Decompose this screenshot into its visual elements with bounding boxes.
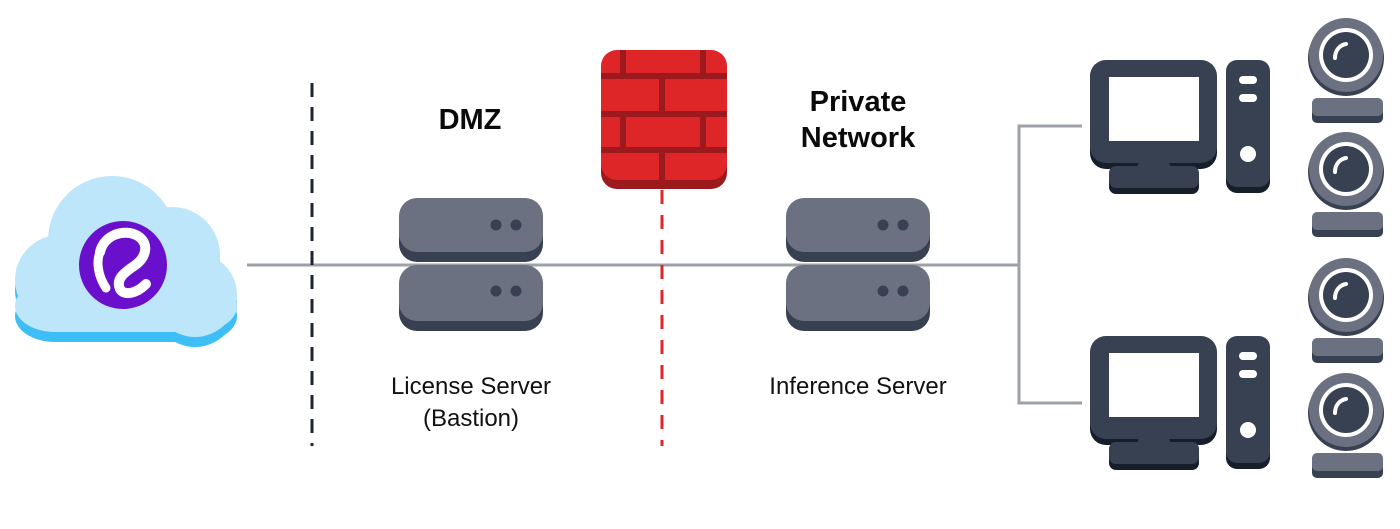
inference-server-label-line-1: Inference Server [769,373,947,400]
license-server-label-line-2: (Bastion) [422,405,520,432]
branch-link [1017,124,1082,405]
dmz-zone-title: DMZ [438,104,502,136]
license-server-label-line-1: License Server [390,373,552,400]
desktop-computer-icon [1090,60,1270,194]
license-server-label: License Server (Bastion) [360,371,582,435]
camera-icon [1308,18,1384,123]
private-network-zone-title: Private Network [758,84,958,156]
firewall-icon [601,50,727,189]
camera-icon [1308,373,1384,478]
desktop-computer-icon [1090,336,1270,470]
private-network-title-line-1: Private [809,86,907,118]
inference-server-label: Inference Server [738,371,978,403]
brand-logo-icon [79,221,167,309]
camera-icon [1308,132,1384,237]
camera-icon [1308,258,1384,363]
private-network-title-line-2: Network [800,122,916,154]
license-server-icon [399,198,543,331]
inference-server-icon [786,198,930,331]
